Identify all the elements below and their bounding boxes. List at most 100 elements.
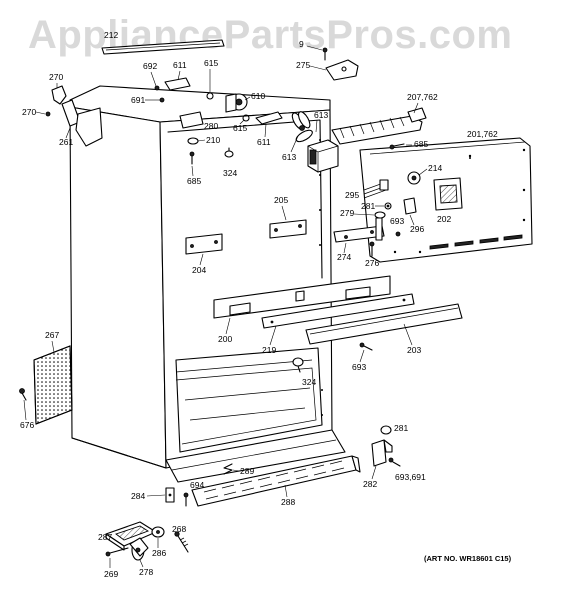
label-685b: 685 <box>414 139 428 149</box>
label-295: 295 <box>345 190 359 200</box>
part-613-fan-blade <box>291 111 313 143</box>
part-267-grille <box>33 345 73 425</box>
label-204: 204 <box>192 265 206 275</box>
label-611a: 611 <box>173 60 187 70</box>
label-207: 207,762 <box>407 92 438 102</box>
part-685-screw-b <box>389 143 405 150</box>
label-201: 201,762 <box>467 129 498 139</box>
part-210-screw <box>187 137 199 145</box>
label-691: 691 <box>131 95 145 105</box>
label-261: 261 <box>59 137 73 147</box>
part-289-spring <box>223 463 233 475</box>
part-691-screw <box>159 97 165 103</box>
part-279-spring <box>374 211 386 219</box>
part-610-control <box>225 93 248 113</box>
part-281-cap-a <box>384 202 392 210</box>
part-296-switch <box>403 197 417 215</box>
part-280-connector <box>179 111 204 129</box>
label-289: 289 <box>240 466 254 476</box>
label-200: 200 <box>218 334 232 344</box>
part-286-roller <box>151 526 165 538</box>
label-287: 287 <box>98 532 112 542</box>
label-275: 275 <box>296 60 310 70</box>
label-268: 268 <box>172 524 186 534</box>
part-274-hinge <box>333 217 385 243</box>
label-324a: 324 <box>223 168 237 178</box>
label-693a: 693 <box>390 216 404 226</box>
part-207-evaporator-cover <box>331 107 427 145</box>
part-615b-clip <box>242 114 250 122</box>
part-694-screw <box>183 492 189 507</box>
part-611-bracket <box>164 77 191 91</box>
part-281-cap-b <box>380 425 392 435</box>
part-692-screw <box>154 85 160 91</box>
label-676: 676 <box>20 420 34 430</box>
label-615a: 615 <box>204 58 218 68</box>
label-694: 694 <box>190 480 204 490</box>
part-693-screw-a <box>395 231 401 237</box>
label-279: 279 <box>340 208 354 218</box>
part-212-top-trim <box>101 39 225 55</box>
part-278-roller-wheel <box>129 537 149 561</box>
part-685-screw-a <box>189 151 195 165</box>
label-212: 212 <box>104 30 118 40</box>
label-270a: 270 <box>49 72 63 82</box>
part-204-bracket <box>185 233 223 255</box>
label-219: 219 <box>262 345 276 355</box>
label-270b: 270 <box>22 107 36 117</box>
part-203-mullion-trim <box>305 303 463 345</box>
label-615b: 615 <box>233 123 247 133</box>
part-287-leveler-plate <box>105 521 157 551</box>
watermark-text: AppliancePartsPros.com <box>28 13 513 57</box>
label-611b: 611 <box>257 137 271 147</box>
label-276: 276 <box>365 258 379 268</box>
label-205: 205 <box>274 195 288 205</box>
label-613a: 613 <box>314 110 328 120</box>
part-324-bumper-a <box>224 147 234 158</box>
part-205-bracket <box>269 219 307 239</box>
part-693-691-screws <box>388 457 401 467</box>
part-9-screw <box>322 47 328 61</box>
part-288-toe-grille <box>191 455 361 507</box>
part-200-mullion <box>213 275 391 319</box>
label-288: 288 <box>281 497 295 507</box>
label-281a: 281 <box>361 201 375 211</box>
part-611b-bracket <box>255 111 283 125</box>
part-268-bolt <box>174 531 189 553</box>
label-267: 267 <box>45 330 59 340</box>
part-324-bumper-b <box>292 357 304 373</box>
part-270-elbow <box>45 85 67 117</box>
part-275-top-hinge <box>325 59 359 81</box>
label-281b: 281 <box>394 423 408 433</box>
part-284-clip <box>165 487 175 503</box>
part-fan-motor <box>307 139 339 173</box>
label-693c: 693,691 <box>395 472 426 482</box>
part-295-wire-harness <box>363 179 389 199</box>
label-286: 286 <box>152 548 166 558</box>
part-615-clip <box>206 92 214 100</box>
label-202: 202 <box>437 214 451 224</box>
label-274: 274 <box>337 252 351 262</box>
part-214-light-socket <box>407 171 421 185</box>
label-610: 610 <box>251 91 265 101</box>
part-269-screw <box>105 547 129 557</box>
part-261-drain-tube <box>61 99 103 147</box>
label-210: 210 <box>206 135 220 145</box>
label-9: 9 <box>299 39 304 49</box>
label-269: 269 <box>104 569 118 579</box>
label-613b: 613 <box>282 152 296 162</box>
label-685a: 685 <box>187 176 201 186</box>
label-203: 203 <box>407 345 421 355</box>
label-278: 278 <box>139 567 153 577</box>
part-282-bottom-hinge <box>371 439 393 467</box>
label-280: 280 <box>204 121 218 131</box>
part-202-temp-control <box>433 177 463 211</box>
part-276-pin <box>369 241 375 257</box>
refrigerator-cabinet <box>69 85 346 483</box>
label-282: 282 <box>363 479 377 489</box>
label-296: 296 <box>410 224 424 234</box>
part-693-screw-b <box>359 342 373 351</box>
label-284: 284 <box>131 491 145 501</box>
label-693b: 693 <box>352 362 366 372</box>
